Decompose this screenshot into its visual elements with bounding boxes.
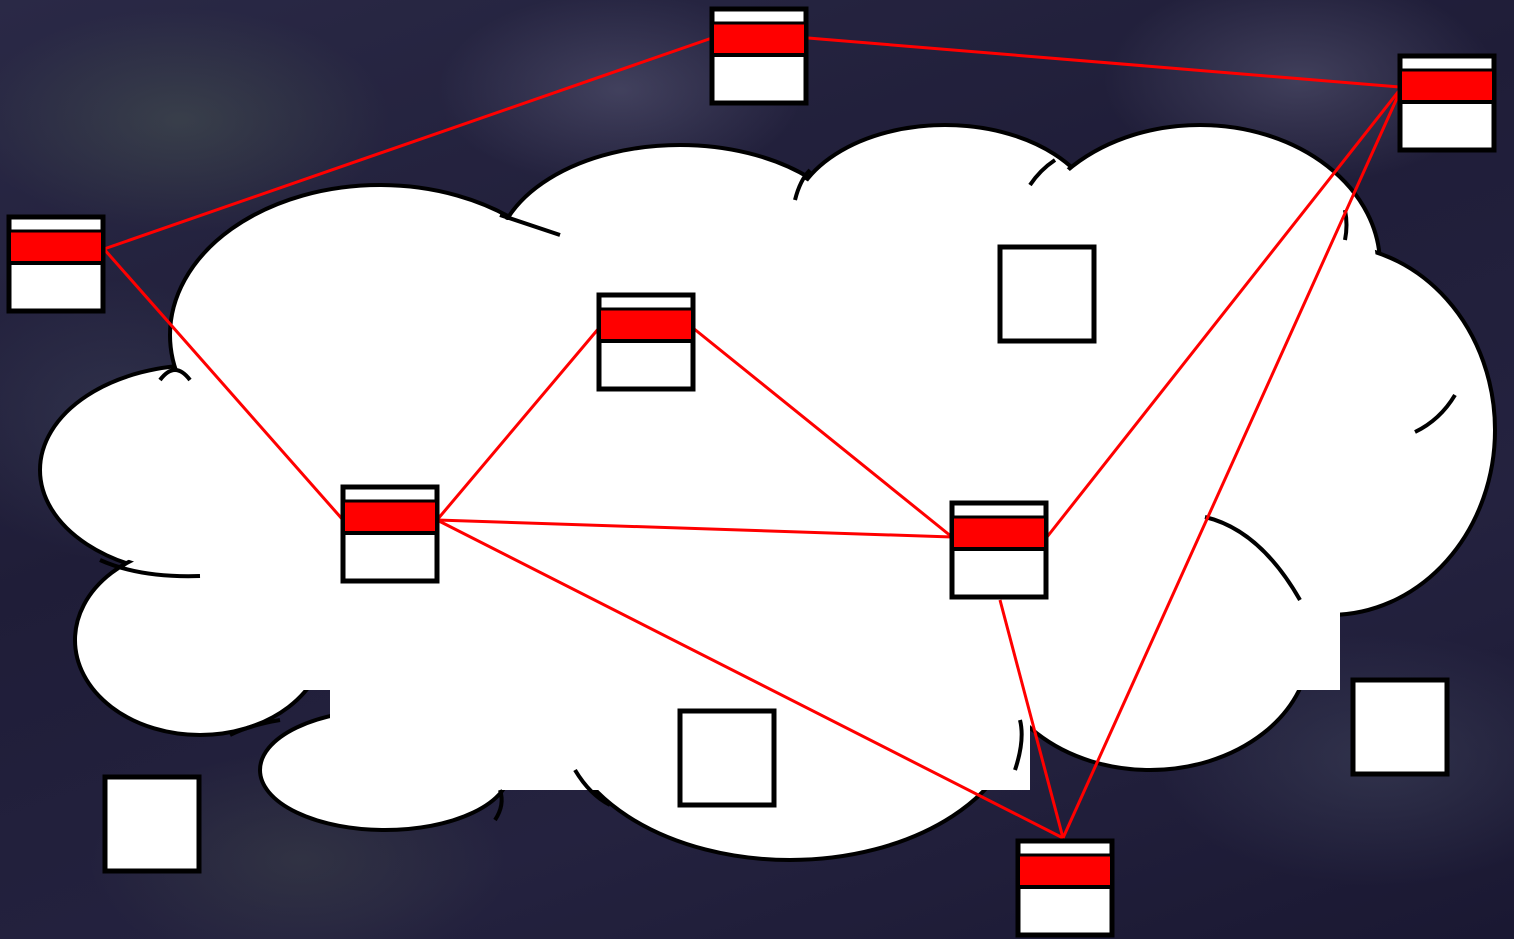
active-server-node: [1397, 53, 1497, 153]
active-server-node: [6, 214, 106, 314]
active-server-node: [596, 292, 696, 392]
active-server-node: [340, 484, 440, 584]
active-server-node: [709, 6, 809, 106]
active-server-node: [949, 500, 1049, 600]
server-status-band: [345, 501, 435, 533]
link-n-top-n-left: [103, 36, 713, 251]
server-status-band: [1020, 855, 1110, 887]
active-server-node: [1015, 838, 1115, 938]
link-n-center-n-right: [436, 518, 953, 539]
idle-server-node: [102, 774, 202, 874]
idle-server-node: [677, 708, 777, 808]
link-n-center-n-midtop: [435, 327, 601, 521]
link-n-top-n-topright: [807, 36, 1401, 89]
server-status-band: [601, 309, 691, 341]
link-n-right-n-topright: [1045, 86, 1404, 538]
server-status-band: [714, 23, 804, 55]
network-nodes: [6, 6, 1497, 938]
link-n-left-n-center: [102, 248, 345, 521]
server-status-band: [954, 517, 1044, 549]
link-n-right-n-bottom: [998, 599, 1065, 839]
server-status-band: [1402, 70, 1492, 102]
network-links: [102, 36, 1404, 840]
idle-server-node: [997, 244, 1097, 344]
link-n-center-n-bottom: [436, 518, 1064, 840]
link-n-midtop-n-right: [692, 326, 953, 539]
idle-server-node: [1350, 677, 1450, 777]
server-status-band: [11, 231, 101, 263]
cloud-shape: [38, 123, 1497, 862]
link-n-topright-n-bottom: [1061, 86, 1404, 839]
